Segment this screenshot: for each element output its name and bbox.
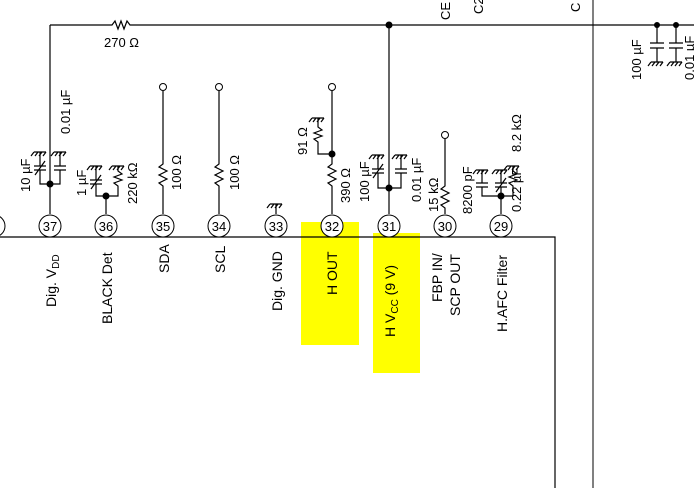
label-c36: 1 µF: [74, 170, 89, 196]
pin-label-35: SDA: [156, 244, 172, 273]
pin-number-31: 31: [382, 219, 396, 234]
pin-34: 34: [207, 214, 231, 238]
cap-36: [86, 165, 106, 197]
label-r35: 100 Ω: [169, 155, 184, 190]
right-cap-2: [666, 25, 683, 67]
cap-31-b: [389, 154, 408, 189]
label-top-c: C: [568, 3, 583, 12]
pin-number-30: 30: [438, 219, 452, 234]
pin-label-29: H.AFC Filter: [494, 255, 510, 332]
label-r34: 100 Ω: [227, 155, 242, 190]
res-32: [326, 154, 338, 214]
pin-31: 31: [377, 214, 401, 238]
res-32-top: [308, 117, 332, 155]
label-r36: 220 kΩ: [125, 162, 140, 204]
label-c31-a: 100 µF: [357, 161, 372, 202]
cap-29-b: [491, 169, 508, 196]
label-right-c2: 0.01 µF: [682, 36, 694, 80]
pin-30: 30: [433, 214, 457, 238]
pin-label-30-line1: FBP IN/: [429, 253, 445, 302]
label-r30: 15 kΩ: [426, 177, 441, 212]
terminal-34: [215, 83, 223, 91]
pin-29: 29: [489, 214, 513, 238]
pin-33: 33: [264, 214, 288, 238]
highlight-h-out: [301, 222, 359, 345]
label-right-c1: 100 µF: [629, 39, 644, 80]
label-c29-a: 8200 pF: [460, 166, 475, 214]
gnd-33: [266, 203, 283, 214]
terminal-30: [441, 131, 449, 139]
pin-number-32: 32: [325, 219, 339, 234]
pin-37: 37: [38, 214, 62, 238]
pin-label-32: H OUT: [324, 251, 340, 295]
pin-partial-left: [0, 216, 6, 236]
pin-number-35: 35: [156, 219, 170, 234]
label-r32: 390 Ω: [338, 168, 353, 203]
pin-number-37: 37: [43, 219, 57, 234]
terminal-35: [159, 83, 167, 91]
label-c37-b: 0.01 µF: [58, 90, 73, 134]
pin-label-30-line2: SCP OUT: [447, 254, 463, 316]
res-35: [157, 91, 169, 214]
pin-label-33: Dig. GND: [269, 251, 285, 311]
pin-36: 36: [94, 214, 118, 238]
label-r32-top: 91 Ω: [295, 127, 310, 155]
label-c37-a: 10 µF: [18, 158, 33, 192]
label-r29: 8.2 kΩ: [509, 114, 524, 152]
pin-label-37: Dig. VDD: [43, 254, 62, 307]
pin-number-29: 29: [494, 219, 508, 234]
res-30: [439, 139, 451, 214]
label-top-resistor: 270 Ω: [104, 35, 139, 50]
label-top-ce: CE: [438, 2, 453, 20]
label-c31-b: 0.01 µF: [409, 158, 424, 202]
pin-35: 35: [151, 214, 175, 238]
ic-outline: [0, 236, 556, 488]
pin-number-34: 34: [212, 219, 226, 234]
pin-label-34: SCL: [212, 246, 228, 273]
label-top-c2: C2: [471, 0, 486, 14]
highlight-h-vcc: [373, 233, 420, 373]
res-29: [501, 165, 520, 197]
label-c29-b: 0.22 µF: [509, 168, 524, 212]
right-cap-1: [647, 25, 664, 67]
terminal-32: [328, 83, 336, 91]
cap-37-a: [30, 151, 50, 185]
pin-number-36: 36: [99, 219, 113, 234]
pin-label-36: BLACK Det: [99, 252, 115, 324]
cap-29-a: [472, 169, 501, 197]
cap-37-b: [50, 151, 67, 185]
pin-32: 32: [320, 214, 344, 238]
cap-31-a: [368, 154, 389, 189]
res-36: [106, 165, 125, 197]
pin-label-31: H VCC (9 V): [382, 265, 401, 337]
top-rail: [50, 19, 593, 31]
res-34: [213, 91, 225, 214]
pin-number-33: 33: [269, 219, 283, 234]
